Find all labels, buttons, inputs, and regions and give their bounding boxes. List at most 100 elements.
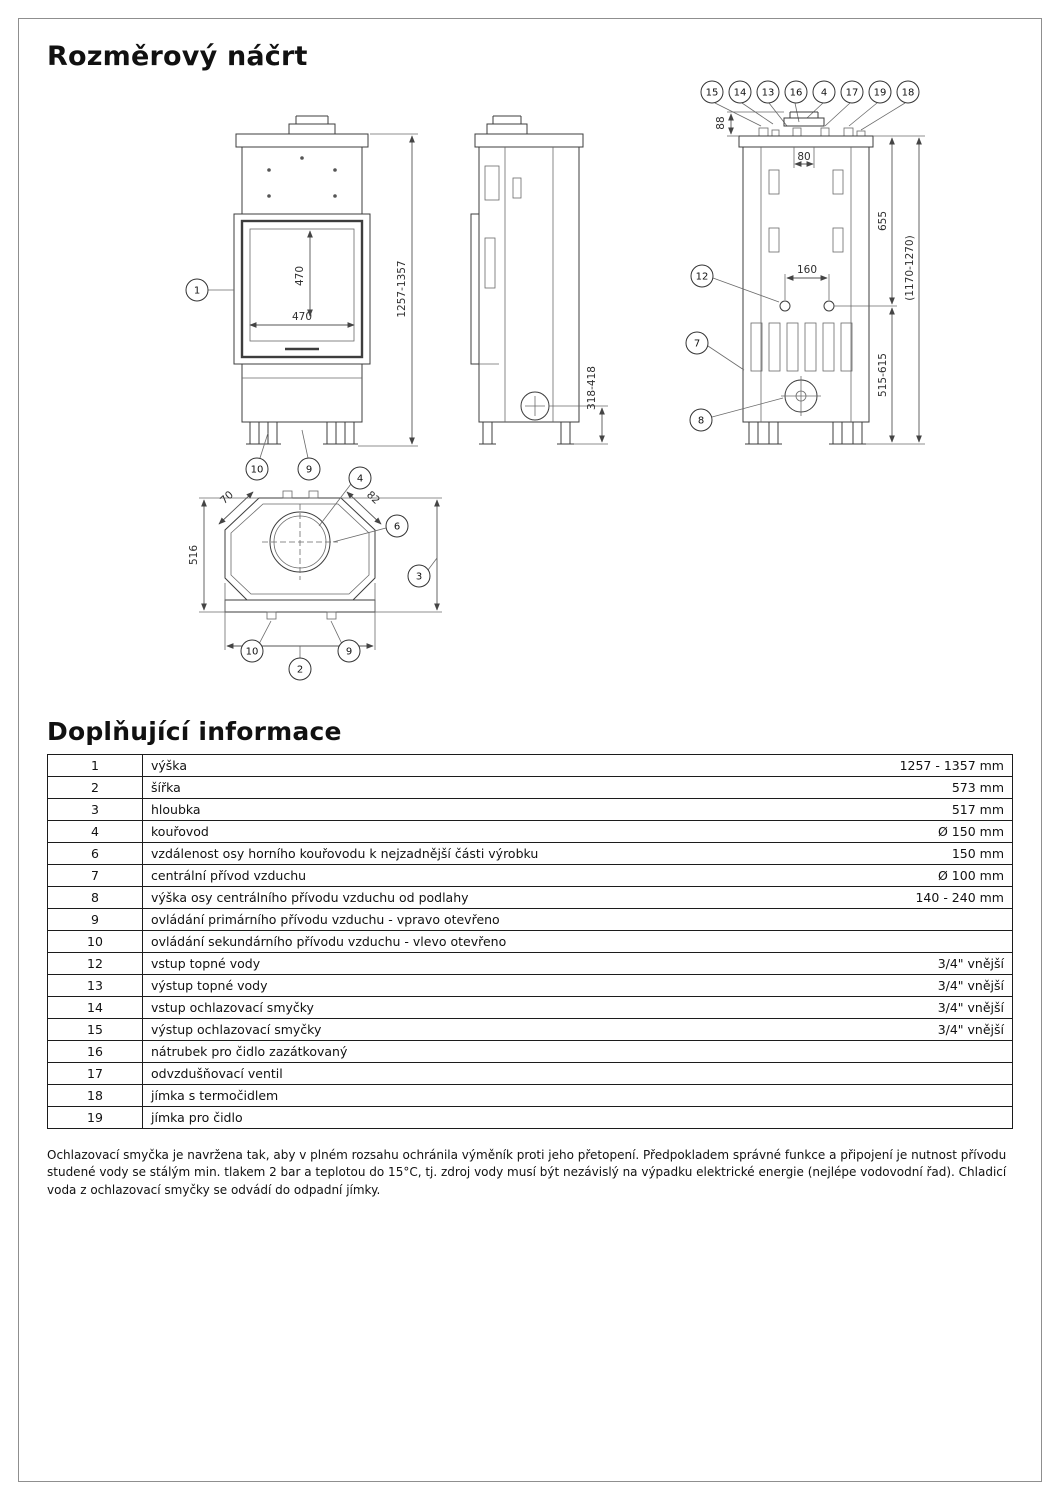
row-label: výška bbox=[151, 758, 187, 773]
row-content: 150 mm vzdálenost osy horního kouřovodu k… bbox=[142, 842, 1013, 865]
callout-2 bbox=[288, 657, 312, 681]
back-dim-ports-spacing: 160 bbox=[797, 264, 817, 276]
svg-text:6: 6 bbox=[394, 522, 400, 533]
svg-text:3: 3 bbox=[416, 572, 422, 583]
row-value: Ø 150 mm bbox=[938, 824, 1004, 839]
svg-text:4: 4 bbox=[821, 88, 827, 99]
row-label: jímka s termočidlem bbox=[151, 1088, 279, 1103]
section-title: Doplňující informace bbox=[47, 717, 342, 746]
page-title: Rozměrový náčrt bbox=[47, 41, 308, 72]
svg-text:1: 1 bbox=[194, 286, 200, 297]
row-number: 19 bbox=[47, 1106, 143, 1129]
row-content: nátrubek pro čidlo zazátkovaný bbox=[142, 1040, 1013, 1063]
front-dim-total-height: 1257-1357 bbox=[396, 260, 408, 317]
row-label: odvzdušňovací ventil bbox=[151, 1066, 283, 1081]
front-dim-width: 470 bbox=[292, 311, 312, 323]
callout-6 bbox=[385, 514, 409, 538]
row-number: 10 bbox=[47, 930, 143, 953]
svg-text:2: 2 bbox=[297, 665, 303, 676]
top-dim-depth: 516 bbox=[188, 545, 200, 565]
callout-10-top bbox=[240, 639, 264, 663]
row-content: odvzdušňovací ventil bbox=[142, 1062, 1013, 1085]
table-row: 7 Ø 100 mm centrální přívod vzduchu bbox=[47, 864, 1013, 887]
callout-7 bbox=[685, 331, 709, 355]
callout-16 bbox=[784, 80, 808, 104]
row-label: výstup topné vody bbox=[151, 978, 268, 993]
callout-12 bbox=[690, 264, 714, 288]
svg-text:9: 9 bbox=[306, 465, 312, 476]
row-content: jímka pro čidlo bbox=[142, 1106, 1013, 1129]
sheet-border: Rozměrový náčrt bbox=[18, 18, 1042, 1482]
callout-1 bbox=[185, 278, 209, 302]
svg-text:14: 14 bbox=[734, 88, 747, 99]
callout-17 bbox=[840, 80, 864, 104]
svg-text:10: 10 bbox=[251, 465, 264, 476]
row-number: 3 bbox=[47, 798, 143, 821]
row-label: nátrubek pro čidlo zazátkovaný bbox=[151, 1044, 348, 1059]
row-value: Ø 100 mm bbox=[938, 868, 1004, 883]
row-content: ovládání primárního přívodu vzduchu - vp… bbox=[142, 908, 1013, 931]
row-number: 6 bbox=[47, 842, 143, 865]
top-dim-chamfer-left: 70 bbox=[218, 489, 236, 507]
row-label: vstup ochlazovací smyčky bbox=[151, 1000, 314, 1015]
svg-text:8: 8 bbox=[698, 416, 704, 427]
back-view: 15 14 13 16 4 17 19 18 bbox=[685, 80, 925, 445]
svg-text:4: 4 bbox=[357, 474, 363, 485]
row-value: 140 - 240 mm bbox=[915, 890, 1004, 905]
callout-4-back bbox=[812, 80, 836, 104]
row-number: 7 bbox=[47, 864, 143, 887]
svg-text:15: 15 bbox=[706, 88, 719, 99]
row-number: 14 bbox=[47, 996, 143, 1019]
row-number: 17 bbox=[47, 1062, 143, 1085]
svg-text:10: 10 bbox=[246, 647, 259, 658]
row-content: 140 - 240 mm výška osy centrálního přívod… bbox=[142, 886, 1013, 909]
back-dim-ports-height: 515-615 bbox=[877, 353, 889, 397]
row-number: 13 bbox=[47, 974, 143, 997]
back-dim-upper: 655 bbox=[877, 211, 889, 231]
row-label: vstup topné vody bbox=[151, 956, 261, 971]
row-number: 4 bbox=[47, 820, 143, 843]
row-number: 9 bbox=[47, 908, 143, 931]
callout-19 bbox=[868, 80, 892, 104]
row-value: 517 mm bbox=[951, 802, 1004, 817]
svg-text:16: 16 bbox=[790, 88, 803, 99]
row-label: vzdálenost osy horního kouřovodu k nejza… bbox=[151, 846, 539, 861]
svg-text:7: 7 bbox=[694, 339, 700, 350]
side-dim-air-axis: 318-418 bbox=[586, 366, 598, 410]
row-value: 150 mm bbox=[951, 846, 1004, 861]
row-label: výstup ochlazovací smyčky bbox=[151, 1022, 322, 1037]
callout-14 bbox=[728, 80, 752, 104]
row-label: centrální přívod vzduchu bbox=[151, 868, 307, 883]
row-number: 8 bbox=[47, 886, 143, 909]
callout-18 bbox=[896, 80, 920, 104]
side-view: 318-418 bbox=[470, 115, 608, 445]
row-content: ovládání sekundárního přívodu vzduchu - … bbox=[142, 930, 1013, 953]
svg-text:12: 12 bbox=[696, 272, 709, 283]
callout-9 bbox=[297, 457, 321, 481]
table-row: 17 odvzdušňovací ventil bbox=[47, 1062, 1013, 1085]
row-label: výška osy centrálního přívodu vzduchu od… bbox=[151, 890, 469, 905]
row-content: jímka s termočidlem bbox=[142, 1084, 1013, 1107]
table-row: 19 jímka pro čidlo bbox=[47, 1106, 1013, 1129]
callout-3 bbox=[407, 564, 431, 588]
row-label: jímka pro čidlo bbox=[151, 1110, 243, 1125]
row-label: šířka bbox=[151, 780, 181, 795]
row-value: 573 mm bbox=[951, 780, 1004, 795]
